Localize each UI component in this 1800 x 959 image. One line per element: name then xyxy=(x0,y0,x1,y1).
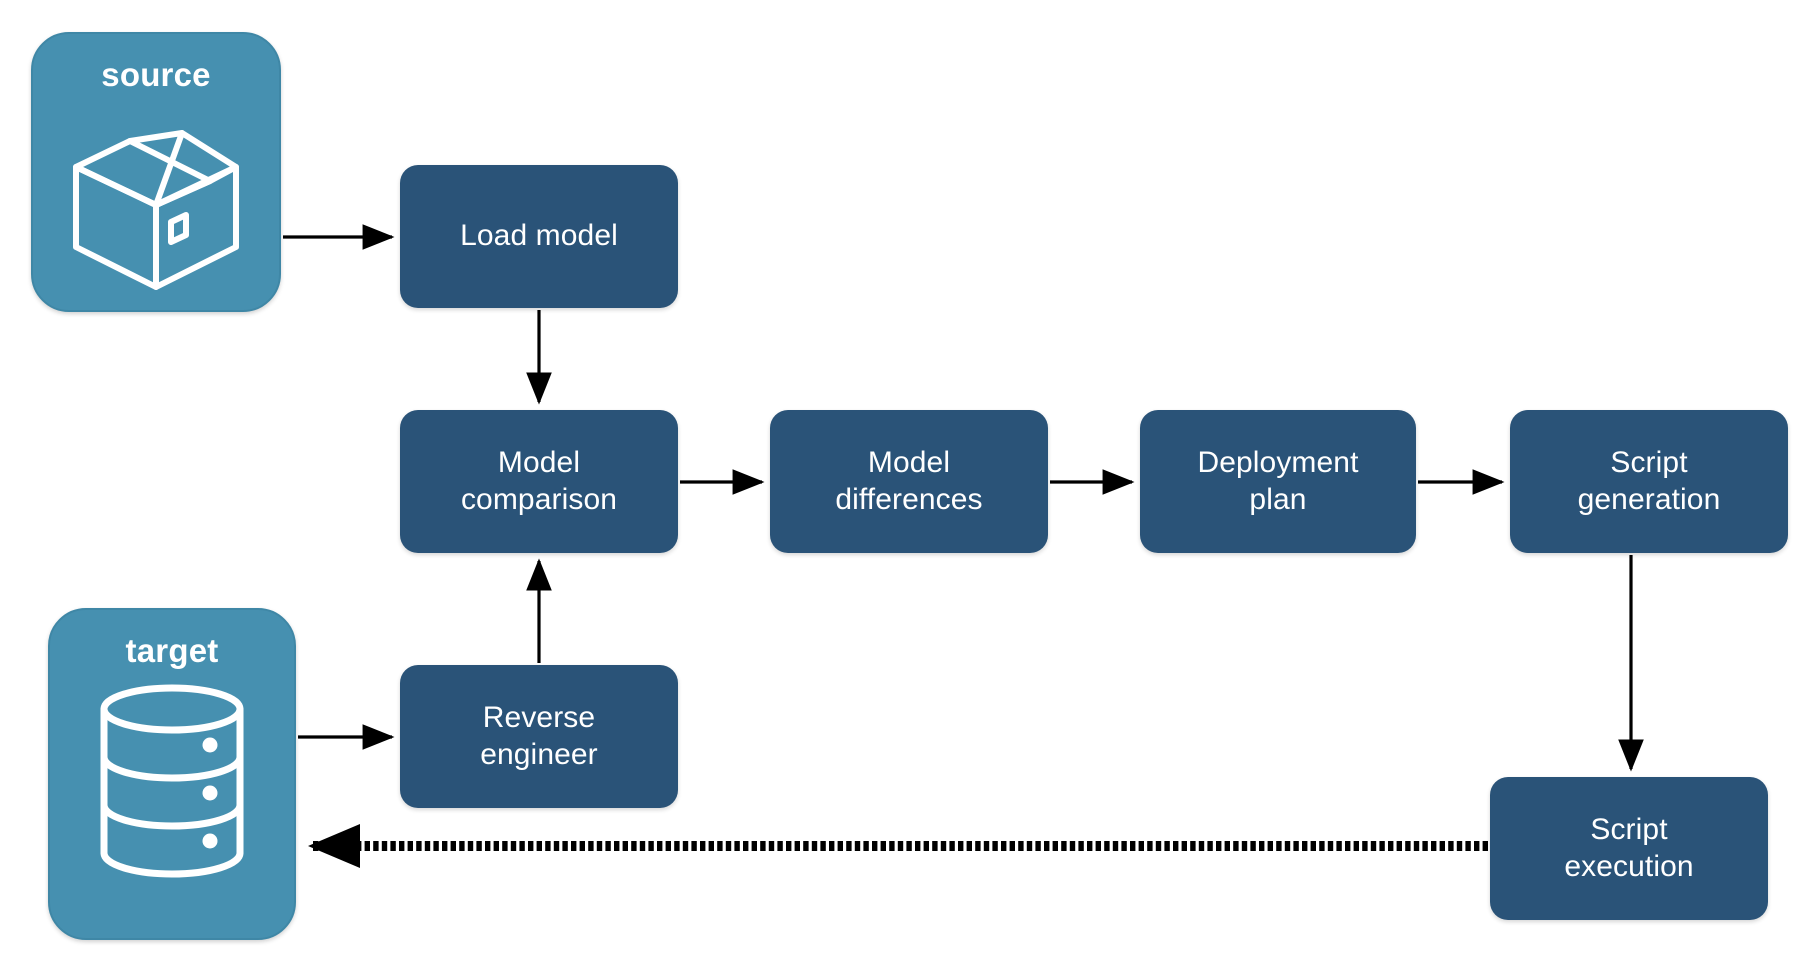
node-deployment-plan-label: Deployment plan xyxy=(1197,445,1359,516)
node-reverse-engineer[interactable]: Reverse engineer xyxy=(400,665,678,808)
endpoint-source[interactable]: source xyxy=(31,32,281,312)
node-load-model-label: Load model xyxy=(460,219,618,253)
node-model-differences[interactable]: Model differences xyxy=(770,410,1048,553)
node-script-execution[interactable]: Script execution xyxy=(1490,777,1768,920)
endpoint-target-label: target xyxy=(125,632,219,669)
node-script-generation[interactable]: Script generation xyxy=(1510,410,1788,553)
package-box-icon xyxy=(68,105,244,296)
database-cylinder-icon xyxy=(92,683,252,884)
endpoint-target[interactable]: target xyxy=(48,608,296,940)
endpoint-source-label: source xyxy=(101,56,211,93)
node-deployment-plan[interactable]: Deployment plan xyxy=(1140,410,1416,553)
node-model-differences-label: Model differences xyxy=(835,445,983,516)
node-model-comparison[interactable]: Model comparison xyxy=(400,410,678,553)
node-model-comparison-label: Model comparison xyxy=(460,445,618,516)
node-script-generation-label: Script generation xyxy=(1577,445,1721,516)
node-script-execution-label: Script execution xyxy=(1564,812,1694,883)
node-load-model[interactable]: Load model xyxy=(400,165,678,308)
node-reverse-engineer-label: Reverse engineer xyxy=(480,700,598,771)
